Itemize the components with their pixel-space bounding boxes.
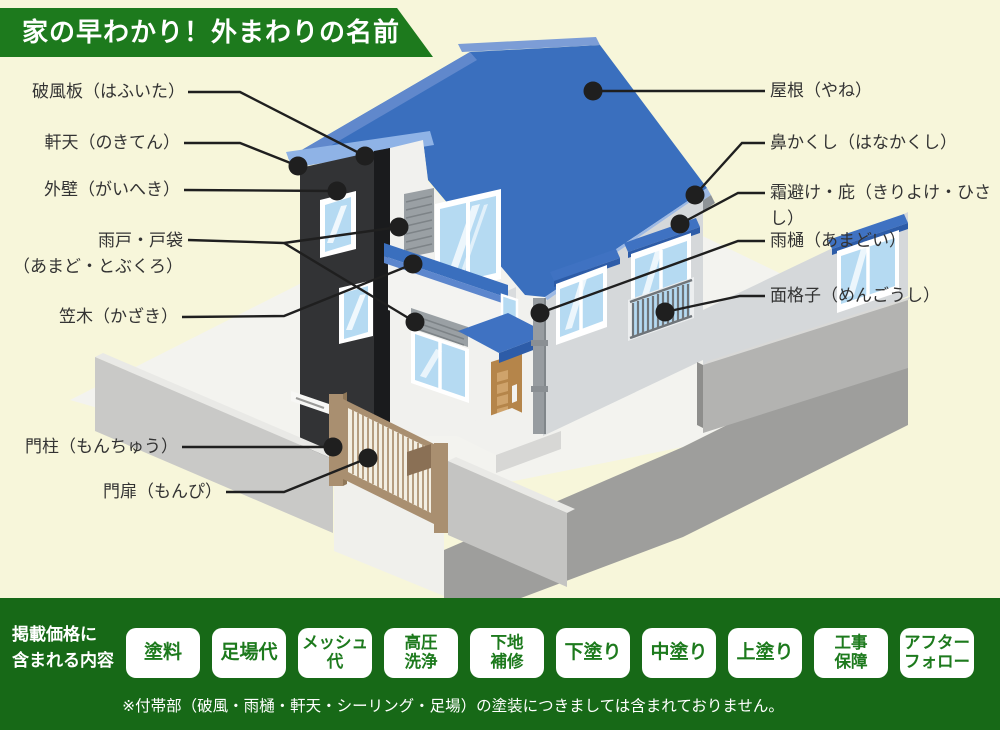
black-wall: [300, 148, 390, 465]
title-banner: 家の早わかり！外まわりの名前: [0, 8, 433, 57]
badge-warranty: 工事 保障: [814, 628, 888, 678]
black-wall-shadow-edge: [374, 148, 390, 452]
front-wall-face: [448, 461, 567, 587]
gate-post-right: [434, 443, 448, 533]
dot-nokiten: [288, 156, 308, 176]
grille-rail-bottom: [629, 314, 693, 340]
entrance-step-top: [447, 408, 561, 455]
badge-middlecoat: 中塗り: [642, 628, 716, 678]
callout-line-gaiheki: [183, 188, 338, 193]
window-streak: [346, 294, 366, 330]
left-fence-top: [95, 353, 341, 459]
wing-window-awning: [828, 214, 908, 249]
badge-afterfollow: アフター フォロー: [900, 628, 974, 678]
dot-monpi: [358, 448, 378, 468]
roof-verge-band: [288, 52, 477, 166]
shutter-box-1f: [411, 308, 468, 347]
callout-line-hanakakushi: [694, 141, 765, 196]
callout-line-hafuita: [188, 90, 366, 158]
window-streak: [847, 240, 870, 297]
fences: [95, 296, 913, 587]
callout-dots: [288, 81, 705, 468]
grille-rail-top: [629, 278, 693, 304]
label-amadoi: 雨樋（あまどい）: [770, 231, 906, 250]
dot-amado-1: [389, 217, 409, 237]
callout-line-nokiten: [184, 141, 299, 168]
window-streak: [446, 204, 480, 280]
right-fence-end: [697, 362, 703, 428]
dot-kiriyoke: [670, 214, 690, 234]
badge-basecoat-repair: 下地 補修: [470, 628, 544, 678]
callout-line-mengoshi: [664, 294, 765, 314]
gate-walkway: [334, 476, 444, 596]
page-title: 家の早わかり！外まわりの名前: [22, 17, 401, 47]
entrance-porch: [447, 313, 561, 473]
label-kiriyoke: 霜避け・庇（きりよけ・ひさし）: [770, 183, 991, 228]
door-handle: [512, 384, 517, 403]
shutter-louvers: [405, 195, 433, 251]
downspout-bracket: [531, 386, 548, 392]
callout-lines: [181, 89, 765, 494]
right-fence-front: [703, 300, 908, 433]
downspout-bracket: [531, 340, 548, 346]
label-yane: 屋根（やね）: [770, 81, 872, 100]
callout-line-kasagi: [181, 262, 414, 319]
entrance-step-front: [496, 431, 561, 473]
front-wall-top: [448, 457, 575, 513]
label-monchu: 門柱（もんちゅう）: [25, 437, 178, 456]
badge-mesh: メッシュ 代: [298, 628, 372, 678]
included-items-row: 塗料 足場代 メッシュ 代 高圧 洗浄 下地 補修 下塗り 中塗り 上塗り 工事…: [126, 628, 974, 678]
label-amado: 雨戸・戸袋 （あまど・とぶくろ）: [13, 231, 183, 276]
label-kasagi: 笠木（かざき）: [59, 307, 178, 326]
white-gable-wall: [384, 140, 543, 436]
badge-undercoat: 下塗り: [556, 628, 630, 678]
label-monpi: 門扉（もんぴ）: [103, 482, 222, 501]
footer-disclaimer: ※付帯部（破風・雨樋・軒天・シーリング・足場）の塗装につきましては含まれておりま…: [122, 698, 784, 715]
porch-awning-top: [458, 313, 549, 353]
dot-mengoshi: [655, 302, 675, 322]
right-fence-top: [703, 296, 913, 365]
dot-amado-2: [405, 312, 425, 332]
dot-monchu: [323, 437, 343, 457]
window-streak: [327, 205, 347, 243]
badge-highpressure: 高圧 洗浄: [384, 628, 458, 678]
window-streak: [458, 204, 488, 280]
footer-bar: 掲載価格に 含まれる内容 塗料 足場代 メッシュ 代 高圧 洗浄 下地 補修 下…: [0, 598, 1000, 730]
dot-hafuita: [355, 146, 375, 166]
label-hanakakushi: 鼻かくし（はなかくし）: [770, 133, 957, 152]
footer-heading: 掲載価格に 含まれる内容: [12, 625, 114, 670]
badge-scaffold: 足場代: [212, 628, 286, 678]
door-pane: [497, 394, 508, 406]
dot-yane: [583, 81, 603, 101]
label-gaiheki: 外壁（がいへき）: [44, 180, 180, 199]
door-pane: [497, 370, 508, 382]
callout-line-amado-2: [283, 241, 416, 324]
dot-gaiheki: [327, 181, 347, 201]
dot-amadoi: [530, 303, 550, 323]
window-streak: [420, 349, 442, 378]
dot-kasagi: [403, 254, 423, 274]
left-fence-front: [95, 357, 333, 533]
window-awning: [550, 249, 620, 281]
badge-paint: 塗料: [126, 628, 200, 678]
label-nokiten: 軒天（のきてん）: [44, 133, 181, 152]
gate-latch: [407, 444, 431, 476]
label-mengoshi: 面格子（めんごうし）: [770, 286, 940, 305]
callout-line-amadoi: [539, 239, 765, 315]
door-pane: [497, 382, 508, 394]
badge-topcoat: 上塗り: [728, 628, 802, 678]
downspout-pipe: [533, 298, 546, 434]
callout-line-monpi: [226, 456, 369, 494]
mail-slot-opening: [295, 397, 325, 409]
callout-line-kiriyoke: [679, 191, 765, 226]
house-illustration: [70, 37, 913, 598]
dot-hanakakushi: [685, 185, 705, 205]
label-hafuita: 破風板（はふいた）: [32, 82, 185, 101]
roof-ridge-cap: [458, 37, 600, 52]
